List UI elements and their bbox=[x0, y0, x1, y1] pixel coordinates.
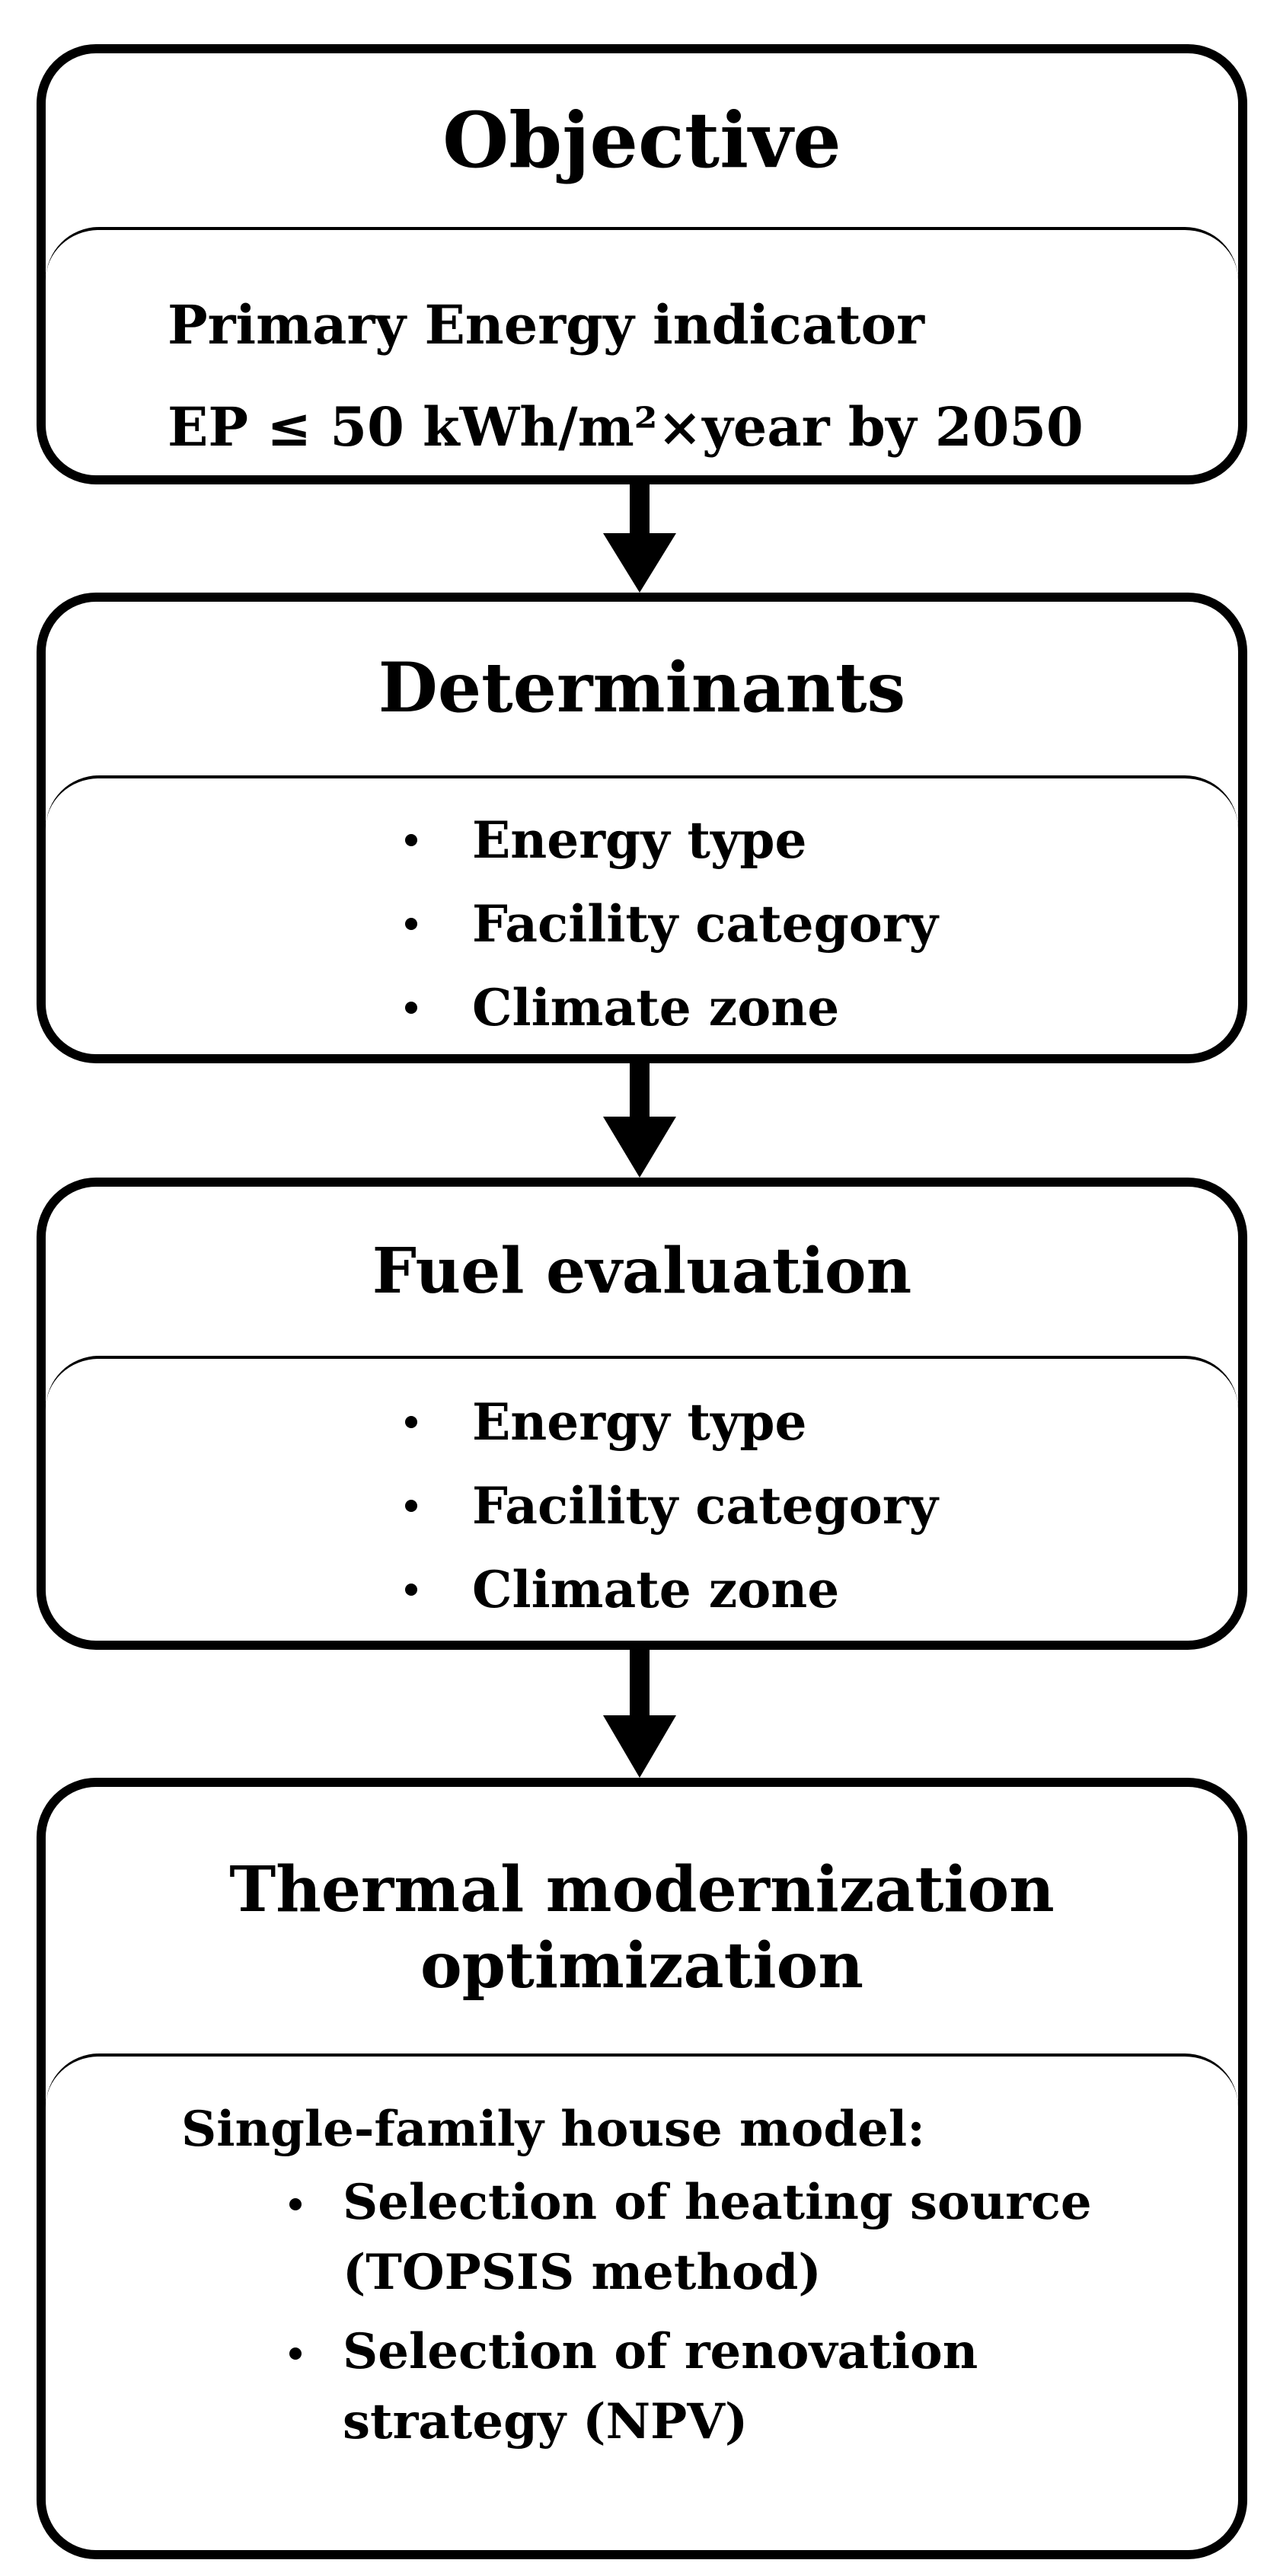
list-item: Energy type bbox=[46, 1380, 1238, 1464]
list-item: Facility category bbox=[46, 1464, 1238, 1548]
objective-line-target: EP ≤ 50 kWh/m²×year by 2050 bbox=[168, 395, 1084, 459]
objective-title: Objective bbox=[442, 95, 841, 185]
fuel-evaluation-title: Fuel evaluation bbox=[372, 1234, 912, 1308]
thermal-optimization-list: Selection of heating source (TOPSIS meth… bbox=[181, 2168, 1238, 2457]
determinants-body: Energy type Facility category Climate zo… bbox=[46, 775, 1238, 1054]
thermal-title-line: optimization bbox=[420, 1929, 863, 2002]
objective-line-indicator: Primary Energy indicator bbox=[168, 293, 925, 356]
arrow-down-2 bbox=[603, 1060, 676, 1178]
thermal-optimization-body: Single-family house model: Selection of … bbox=[46, 2053, 1238, 2550]
objective-box: Objective Primary Energy indicator EP ≤ … bbox=[37, 44, 1247, 484]
fuel-evaluation-box: Fuel evaluation Energy type Facility cat… bbox=[37, 1178, 1247, 1650]
list-item: Selection of renovation strategy (NPV) bbox=[181, 2317, 1238, 2457]
arrow-down-1 bbox=[603, 481, 676, 593]
arrow-down-3 bbox=[603, 1647, 676, 1778]
fuel-evaluation-body: Energy type Facility category Climate zo… bbox=[46, 1356, 1238, 1641]
list-item: Climate zone bbox=[46, 966, 1238, 1050]
list-item: Selection of heating source (TOPSIS meth… bbox=[181, 2168, 1238, 2308]
list-item: Climate zone bbox=[46, 1548, 1238, 1632]
determinants-box: Determinants Energy type Facility catego… bbox=[37, 593, 1247, 1063]
list-item: Energy type bbox=[46, 798, 1238, 882]
thermal-optimization-box: Thermal modernization optimization Singl… bbox=[37, 1778, 1247, 2559]
thermal-title-line: Thermal modernization bbox=[229, 1852, 1055, 1926]
objective-body: Primary Energy indicator EP ≤ 50 kWh/m²×… bbox=[46, 227, 1238, 475]
model-intro: Single-family house model: bbox=[181, 2101, 925, 2158]
list-item: Facility category bbox=[46, 882, 1238, 966]
bullet-line: Selection of renovation bbox=[343, 2323, 978, 2380]
bullet-line: Selection of heating source bbox=[343, 2174, 1092, 2231]
determinants-list: Energy type Facility category Climate zo… bbox=[46, 798, 1238, 1050]
determinants-title: Determinants bbox=[378, 647, 906, 729]
bullet-line: strategy (NPV) bbox=[343, 2393, 749, 2450]
thermal-optimization-title: Thermal modernization optimization bbox=[46, 1787, 1238, 2053]
fuel-evaluation-list: Energy type Facility category Climate zo… bbox=[46, 1380, 1238, 1632]
bullet-line: (TOPSIS method) bbox=[343, 2244, 822, 2301]
